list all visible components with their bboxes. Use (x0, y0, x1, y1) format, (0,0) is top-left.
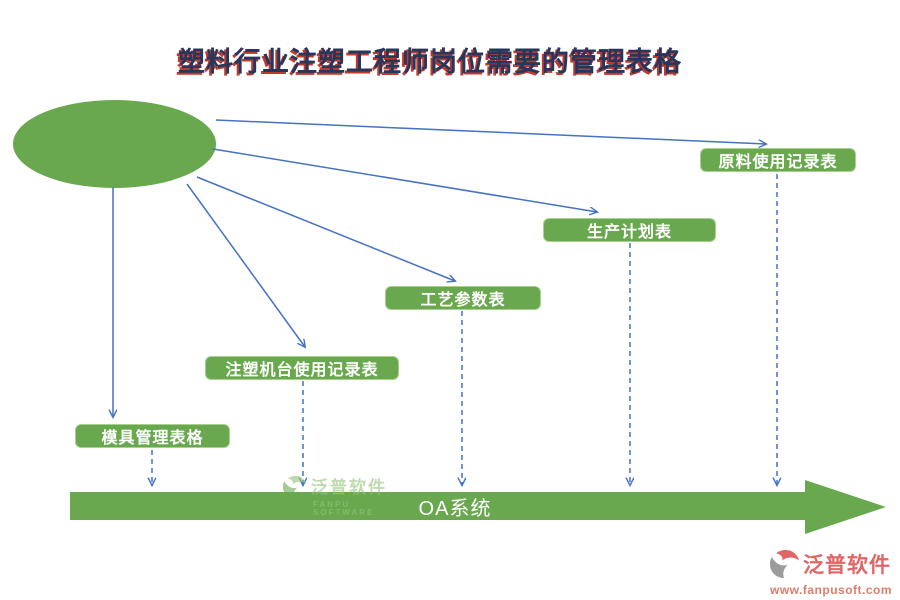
footer-brand: 泛普软件 (803, 554, 891, 577)
dashed-connectors (152, 174, 777, 485)
node-label: 模具管理表格 (101, 430, 204, 447)
oa-system-label: OA系统 (418, 497, 492, 520)
node-machine-usage-record: 注塑机台使用记录表 (205, 356, 399, 380)
source-ellipse (13, 100, 216, 188)
node-label: 生产计划表 (586, 224, 672, 241)
fanpu-logo-icon (770, 549, 800, 579)
footer-url: www.fanpusoft.com (770, 583, 893, 597)
page-title: 塑料行业注塑工程师岗位需要的管理表格 (178, 47, 682, 77)
node-process-parameters: 工艺参数表 (385, 286, 541, 310)
node-label: 注塑机台使用记录表 (225, 362, 379, 379)
footer-logo: 泛普软件 www.fanpusoft.com (770, 548, 896, 597)
node-production-plan: 生产计划表 (543, 218, 716, 242)
node-mold-management-form: 模具管理表格 (75, 424, 230, 448)
watermark-brand: 泛普软件 (311, 477, 387, 497)
node-raw-material-record: 原料使用记录表 (700, 148, 856, 172)
node-label: 原料使用记录表 (718, 154, 838, 171)
node-label: 工艺参数表 (420, 292, 506, 309)
watermark-brand-en: FANPU SOFTWARE (313, 500, 375, 517)
watermark: 泛普软件 FANPU SOFTWARE (283, 475, 393, 517)
fanpu-logo-icon (283, 475, 307, 499)
solid-connectors (113, 119, 766, 417)
oa-arrow (70, 480, 886, 534)
